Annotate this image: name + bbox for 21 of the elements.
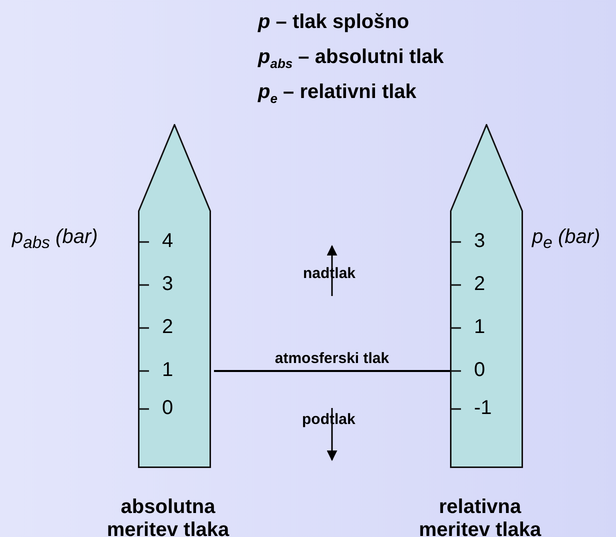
gauge-caption: absolutna meritev tlaka xyxy=(106,496,230,537)
connector-line xyxy=(214,370,450,372)
scale-value: 0 xyxy=(474,360,486,380)
symbol-definition: p – tlak splošno xyxy=(258,10,410,34)
axis-label: p$_{abs}$ (bar) xyxy=(12,225,98,254)
scale-value: 1 xyxy=(162,360,174,380)
scale-value: -1 xyxy=(474,398,492,418)
scale-value: 2 xyxy=(162,317,174,337)
symbol-definition: p$_{abs}$ – absolutni tlak xyxy=(258,45,444,73)
gauge-caption: relativna meritev tlaka xyxy=(418,496,542,537)
scale-value: 3 xyxy=(474,231,486,251)
gauge-column xyxy=(450,124,523,468)
symbol-definition: p$_{e}$ – relativni tlak xyxy=(258,80,416,108)
scale-value: 2 xyxy=(474,274,486,294)
edge-label: atmosferski tlak xyxy=(274,350,390,368)
scale-value: 4 xyxy=(162,231,174,251)
scale-value: 0 xyxy=(162,398,174,418)
axis-label: p$_{e}$ (bar) xyxy=(532,225,600,254)
scale-value: 1 xyxy=(474,317,486,337)
scale-value: 3 xyxy=(162,274,174,294)
gauge-column xyxy=(138,124,211,468)
